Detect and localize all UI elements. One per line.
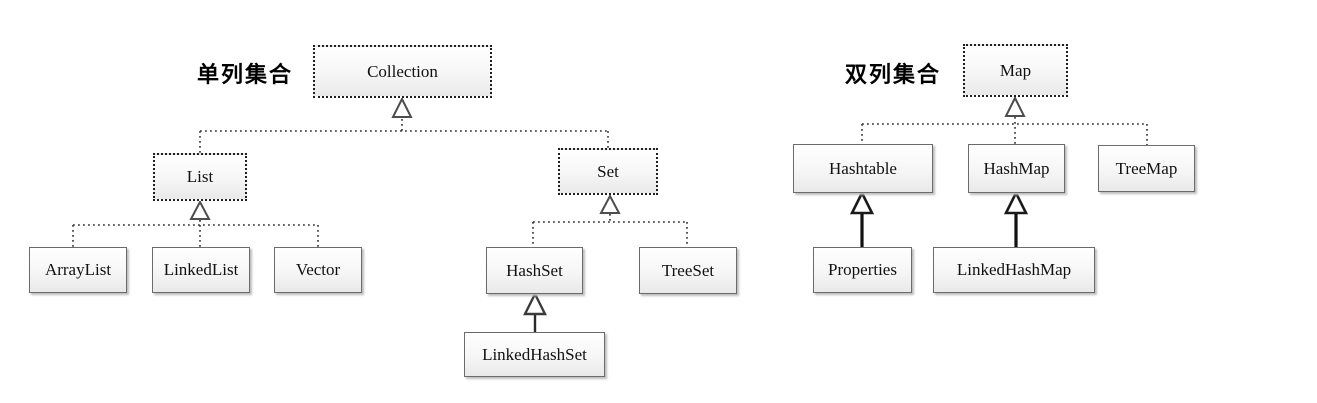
node-map: Map [963, 44, 1068, 97]
node-linkedhashmap: LinkedHashMap [933, 247, 1095, 293]
node-vector: Vector [274, 247, 362, 293]
node-linkedlist-label: LinkedList [163, 260, 239, 279]
node-hashmap-label: HashMap [983, 158, 1050, 178]
node-set: Set [558, 148, 658, 195]
generalization-arrowhead-hashtable [849, 190, 875, 215]
node-treemap: TreeMap [1098, 145, 1195, 192]
node-hashset-label: HashSet [506, 260, 563, 280]
node-properties: Properties [813, 247, 912, 293]
node-hashtable-label: Hashtable [829, 158, 897, 178]
generalization-arrowhead-list [189, 199, 211, 220]
node-list: List [153, 153, 247, 201]
generalization-arrowhead-collection [391, 96, 413, 118]
node-collection: Collection [313, 45, 492, 98]
group-label-double-column: 双列集合 [845, 62, 942, 87]
node-map-label: Map [999, 60, 1032, 80]
node-list-label: List [186, 167, 214, 186]
generalization-arrowhead-set [599, 193, 621, 214]
node-linkedhashset-label: LinkedHashSet [482, 344, 587, 364]
node-arraylist-label: ArrayList [44, 260, 112, 279]
node-properties-label: Properties [828, 260, 897, 279]
node-collection-label: Collection [367, 61, 438, 81]
node-treeset-label: TreeSet [661, 260, 715, 280]
node-linkedhashset: LinkedHashSet [464, 332, 605, 377]
node-hashtable: Hashtable [793, 144, 933, 193]
node-linkedhashmap-label: LinkedHashMap [956, 260, 1072, 279]
node-hashset: HashSet [486, 247, 583, 294]
node-treemap-label: TreeMap [1115, 158, 1178, 178]
generalization-arrowhead-hashmap [1003, 190, 1029, 215]
node-vector-label: Vector [295, 260, 341, 279]
node-set-label: Set [597, 161, 619, 181]
node-treeset: TreeSet [639, 247, 737, 294]
node-linkedlist: LinkedList [152, 247, 250, 293]
generalization-arrowhead-hashset [523, 291, 547, 316]
node-hashmap: HashMap [968, 144, 1065, 193]
generalization-arrowhead-map [1004, 95, 1026, 117]
group-label-single-column: 单列集合 [197, 62, 294, 87]
node-arraylist: ArrayList [29, 247, 127, 293]
